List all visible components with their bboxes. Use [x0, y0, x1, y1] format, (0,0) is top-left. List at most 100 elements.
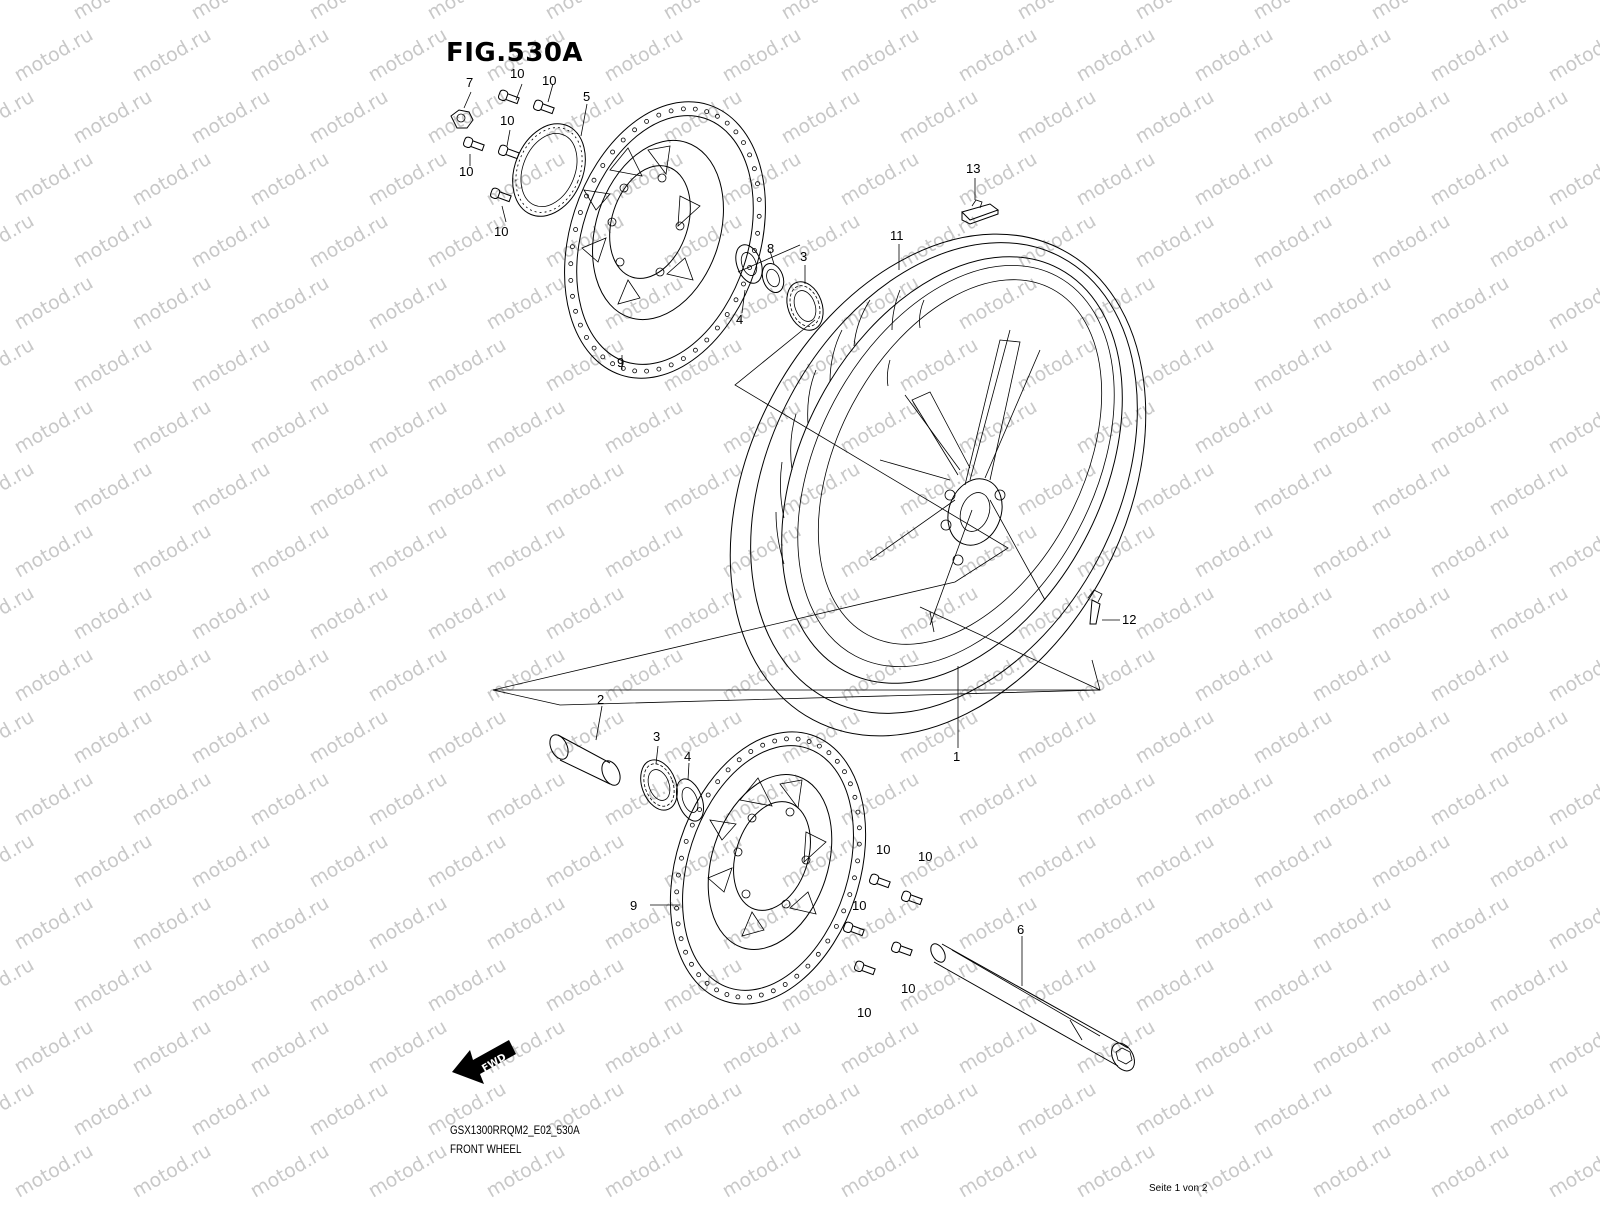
watermark-text: motod.ru: [129, 272, 215, 335]
watermark-text: motod.ru: [1073, 148, 1159, 211]
watermark-text: motod.ru: [365, 148, 451, 211]
watermark-text: motod.ru: [306, 334, 392, 397]
watermark-text: motod.ru: [660, 1078, 746, 1141]
watermark-text: motod.ru: [1486, 830, 1572, 893]
watermark-text: motod.ru: [70, 0, 156, 24]
watermark-text: motod.ru: [896, 706, 982, 769]
watermark-text: motod.ru: [601, 24, 687, 87]
watermark-text: motod.ru: [11, 396, 97, 459]
disc-hole: [676, 922, 680, 926]
watermark-text: motod.ru: [306, 582, 392, 645]
watermark-text: motod.ru: [247, 892, 333, 955]
callout-10: 10: [876, 842, 890, 857]
watermark-text: motod.ru: [1427, 1016, 1513, 1079]
watermark-text: motod.ru: [11, 24, 97, 87]
disc-hole: [734, 130, 738, 134]
watermark-text: motod.ru: [1368, 210, 1454, 273]
watermark-text: motod.ru: [1368, 86, 1454, 149]
watermark-text: motod.ru: [0, 86, 38, 149]
disc-hole: [734, 298, 738, 302]
watermark-text: motod.ru: [837, 1140, 923, 1200]
disc-hole: [725, 121, 729, 125]
watermark-text: motod.ru: [1191, 892, 1277, 955]
watermark-text: motod.ru: [1309, 1016, 1395, 1079]
watermark-text: motod.ru: [1014, 830, 1100, 893]
disc-hole: [834, 924, 838, 928]
watermark-text: motod.ru: [1132, 954, 1218, 1017]
disc-hole: [842, 909, 846, 913]
watermark-text: motod.ru: [365, 1016, 451, 1079]
watermark-text: motod.ru: [483, 892, 569, 955]
watermark-text: motod.ru: [1427, 644, 1513, 707]
disc-hole: [757, 214, 761, 218]
watermark-text: motod.ru: [1250, 458, 1336, 521]
callout-10: 10: [500, 113, 514, 128]
watermark-text: motod.ru: [601, 1140, 687, 1200]
watermark-text: motod.ru: [837, 272, 923, 335]
watermark-text: motod.ru: [129, 768, 215, 831]
watermark-text: motod.ru: [1486, 334, 1572, 397]
watermark-text: motod.ru: [896, 830, 982, 893]
watermark-text: motod.ru: [1191, 396, 1277, 459]
watermark-text: motod.ru: [1309, 272, 1395, 335]
watermark-text: motod.ru: [719, 644, 805, 707]
watermark-text: motod.ru: [1486, 0, 1572, 24]
callout-3: 3: [800, 249, 807, 264]
disc-hole: [857, 826, 861, 830]
watermark-text: motod.ru: [306, 0, 392, 24]
watermark-text: motod.ru: [1309, 768, 1395, 831]
watermark-text: motod.ru: [1427, 272, 1513, 335]
callout-10: 10: [510, 66, 524, 81]
disc-hole: [684, 839, 688, 843]
watermark-text: motod.ru: [483, 396, 569, 459]
watermark-text: motod.ru: [188, 334, 274, 397]
watermark-text: motod.ru: [129, 520, 215, 583]
watermark-text: motod.ru: [837, 148, 923, 211]
watermark-text: motod.ru: [365, 24, 451, 87]
watermark-text: motod.ru: [1250, 582, 1336, 645]
disc-hole: [690, 823, 694, 827]
watermark-text: motod.ru: [129, 1140, 215, 1200]
disc-hole: [690, 962, 694, 966]
watermark-text: motod.ru: [70, 210, 156, 273]
watermark-text: motod.ru: [424, 582, 510, 645]
disc-hole: [585, 335, 589, 339]
watermark-text: motod.ru: [1191, 148, 1277, 211]
watermark-text: motod.ru: [601, 272, 687, 335]
watermark-text: motod.ru: [1073, 24, 1159, 87]
watermark-text: motod.ru: [837, 1016, 923, 1079]
disc-hole: [679, 937, 683, 941]
callout-12: 12: [1122, 612, 1136, 627]
disc-hole: [795, 974, 799, 978]
watermark-text: motod.ru: [1486, 706, 1572, 769]
watermark-text: motod.ru: [1368, 334, 1454, 397]
disc-hole: [571, 294, 575, 298]
watermark-text: motod.ru: [365, 1140, 451, 1200]
watermark-text: motod.ru: [247, 396, 333, 459]
disc-hole: [856, 859, 860, 863]
watermark-text: motod.ru: [719, 768, 805, 831]
watermark-text: motod.ru: [1486, 458, 1572, 521]
watermark-text: motod.ru: [719, 148, 805, 211]
watermark-text: motod.ru: [778, 86, 864, 149]
callout-5: 5: [583, 89, 590, 104]
watermark-text: motod.ru: [0, 830, 38, 893]
disc-hole: [669, 109, 673, 113]
disc-hole: [853, 876, 857, 880]
watermark-text: motod.ru: [1014, 210, 1100, 273]
watermark-text: motod.ru: [1309, 396, 1395, 459]
watermark-text: motod.ru: [1545, 1016, 1600, 1079]
watermark-text: motod.ru: [424, 210, 510, 273]
callout-10: 10: [901, 981, 915, 996]
watermark-text: motod.ru: [1073, 1140, 1159, 1200]
watermark-text: motod.ru: [0, 954, 38, 1017]
callout-9: 9: [617, 355, 624, 370]
watermark-text: motod.ru: [837, 768, 923, 831]
watermark-text: motod.ru: [1132, 1078, 1218, 1141]
watermark-text: motod.ru: [1014, 458, 1100, 521]
disc-hole: [806, 964, 810, 968]
disc-hole: [706, 793, 710, 797]
watermark-text: motod.ru: [188, 954, 274, 1017]
watermark-text: motod.ru: [365, 892, 451, 955]
